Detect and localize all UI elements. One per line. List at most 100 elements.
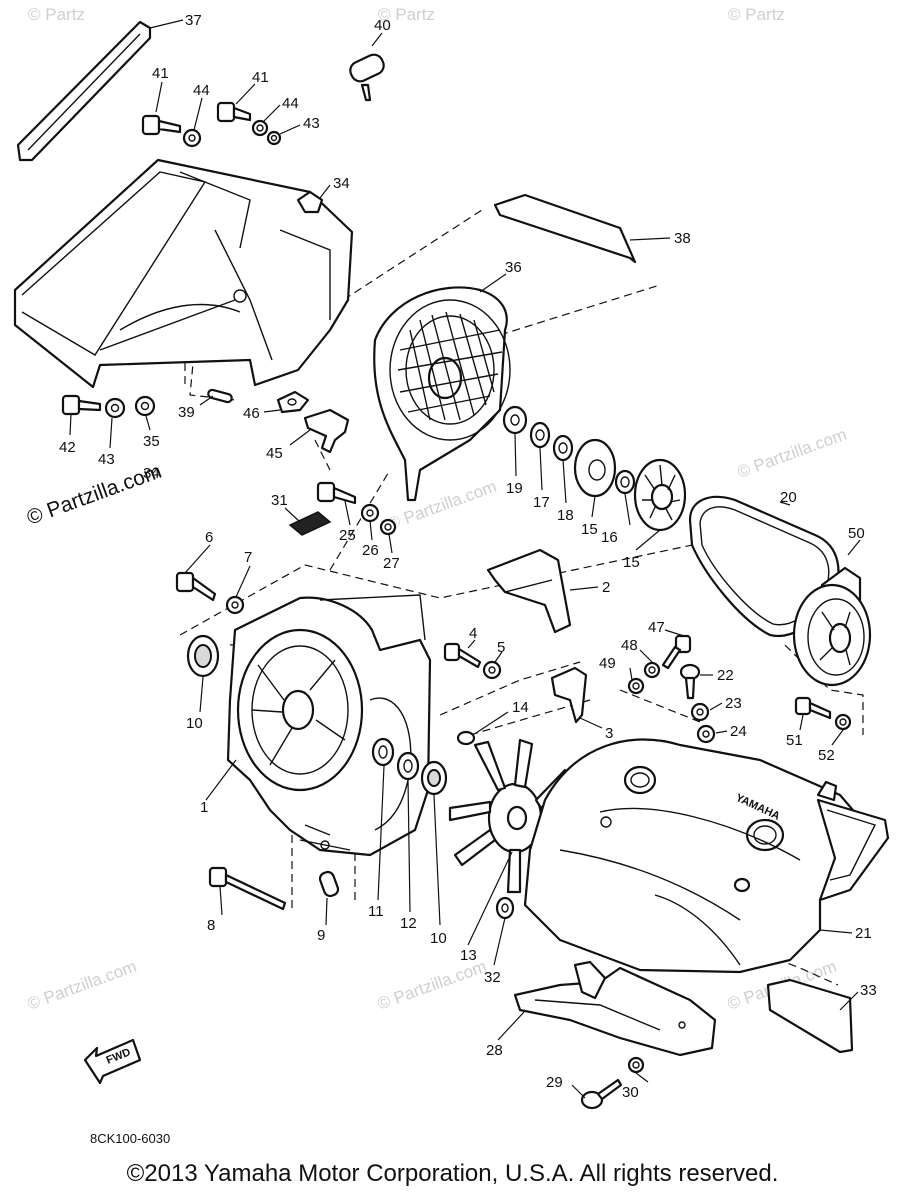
callout-14: 14: [512, 699, 529, 716]
part-bolt-47: [661, 634, 692, 670]
callout-31: 31: [271, 492, 288, 509]
part-dowel-9: [318, 870, 340, 898]
drawing-code: 8CK100-6030: [90, 1131, 170, 1146]
watermark-text: © Partz: [728, 5, 785, 24]
copyright-notice: ©2013 Yamaha Motor Corporation, U.S.A. A…: [126, 1160, 779, 1187]
part-under-guard-28: [513, 960, 717, 1057]
callout-38: 38: [674, 230, 691, 247]
callout-27: 27: [383, 555, 400, 572]
callout-37: 37: [185, 12, 202, 29]
callout-33: 33: [860, 982, 877, 999]
callout-6: 6: [205, 529, 213, 546]
part-washer-24: [696, 724, 716, 744]
callout-34: 34: [333, 175, 350, 192]
callout-29: 29: [546, 1074, 563, 1091]
callout-43: 43: [98, 451, 115, 468]
watermark-text: © Partzilla.com: [25, 957, 139, 1014]
part-washer-43: [266, 130, 282, 146]
part-nut-23: [690, 702, 710, 722]
callout-46: 46: [243, 405, 260, 422]
callout-23: 23: [725, 695, 742, 712]
callout-30: 30: [622, 1084, 639, 1101]
part-washer-5: [482, 660, 502, 680]
callout-43: 43: [303, 115, 320, 132]
part-washer-44: [251, 119, 269, 137]
callout-18: 18: [557, 507, 574, 524]
part-clip-40: [349, 53, 385, 102]
callout-36: 36: [505, 259, 522, 276]
watermark-text: © Partzilla.com: [385, 477, 499, 534]
callout-15: 15: [581, 521, 598, 538]
part-washer-48: [643, 661, 661, 679]
callout-24: 24: [730, 723, 747, 740]
callout-48: 48: [621, 637, 638, 654]
callout-41: 41: [252, 69, 269, 86]
callout-1: 1: [200, 799, 208, 816]
callout-15: 15: [623, 554, 640, 571]
callout-11: 11: [368, 903, 384, 920]
callout-10: 10: [186, 715, 203, 732]
part-bolt-41: [216, 101, 252, 123]
callout-28: 28: [486, 1042, 503, 1059]
callout-47: 47: [648, 619, 665, 636]
callout-9: 9: [317, 927, 325, 944]
part-damper-46: [276, 390, 310, 414]
part-seal-11: [371, 737, 395, 767]
watermark-text: © Partzilla.com: [735, 425, 849, 482]
part-air-duct-34: [13, 158, 354, 389]
callout-39: 39: [178, 404, 195, 421]
part-bolt-51: [794, 696, 832, 720]
callout-22: 22: [717, 667, 734, 684]
part-washer-49: [627, 677, 645, 695]
part-bolt-25: [316, 481, 357, 505]
part-pulley-cover-36: [373, 286, 511, 502]
part-engine-cover-21: YAMAHA: [523, 738, 890, 974]
part-grommet-14: [456, 730, 476, 746]
part-spacer-12: [396, 751, 420, 781]
part-sheave-15: [633, 458, 687, 532]
callout-42: 42: [59, 439, 76, 456]
part-grommet-32: [495, 896, 515, 920]
callout-10: 10: [430, 930, 447, 947]
part-bushing-19: [502, 405, 528, 435]
callout-32: 32: [484, 969, 501, 986]
part-bolt-8: [208, 866, 287, 911]
callout-7: 7: [244, 549, 252, 566]
callout-44: 44: [193, 82, 210, 99]
watermark-text: © Partz: [28, 5, 85, 24]
leader-lines: [69, 19, 861, 1099]
part-bolt-41: [141, 114, 182, 136]
part-washer-16: [614, 469, 636, 495]
part-sheave-15: [573, 438, 617, 498]
callout-41: 41: [152, 65, 169, 82]
part-grommet-35: [134, 395, 156, 417]
fwd-arrow-icon: FWD: [83, 1038, 142, 1085]
callout-17: 17: [533, 494, 550, 511]
callout-20: 20: [780, 489, 797, 506]
part-seal-strip-37: [16, 20, 152, 162]
part-washer-44: [182, 128, 202, 148]
part-filter-pad-33: [766, 978, 854, 1054]
callout-40: 40: [374, 17, 391, 34]
callout-12: 12: [400, 915, 417, 932]
callout-44: 44: [282, 95, 299, 112]
part-bearing-10: [186, 634, 220, 678]
part-bolt-6: [175, 571, 217, 602]
part-washer-30: [627, 1056, 645, 1074]
part-bearing-10: [420, 760, 448, 796]
callout-8: 8: [207, 917, 215, 934]
callout-50: 50: [848, 525, 865, 542]
callout-49: 49: [599, 655, 616, 672]
callout-labels: 37 40 41 44 41 44 43 34 38 36 42 43 35 3…: [59, 12, 877, 1101]
callout-52: 52: [818, 747, 835, 764]
callout-25: 25: [339, 527, 356, 544]
part-screw-22: [679, 663, 701, 700]
callout-5: 5: [497, 639, 505, 656]
callout-21: 21: [855, 925, 872, 942]
watermark-text: © Partzilla.com: [375, 957, 489, 1014]
part-bolt-29: [580, 1078, 623, 1110]
part-housing-1: [226, 594, 432, 857]
callout-26: 26: [362, 542, 379, 559]
